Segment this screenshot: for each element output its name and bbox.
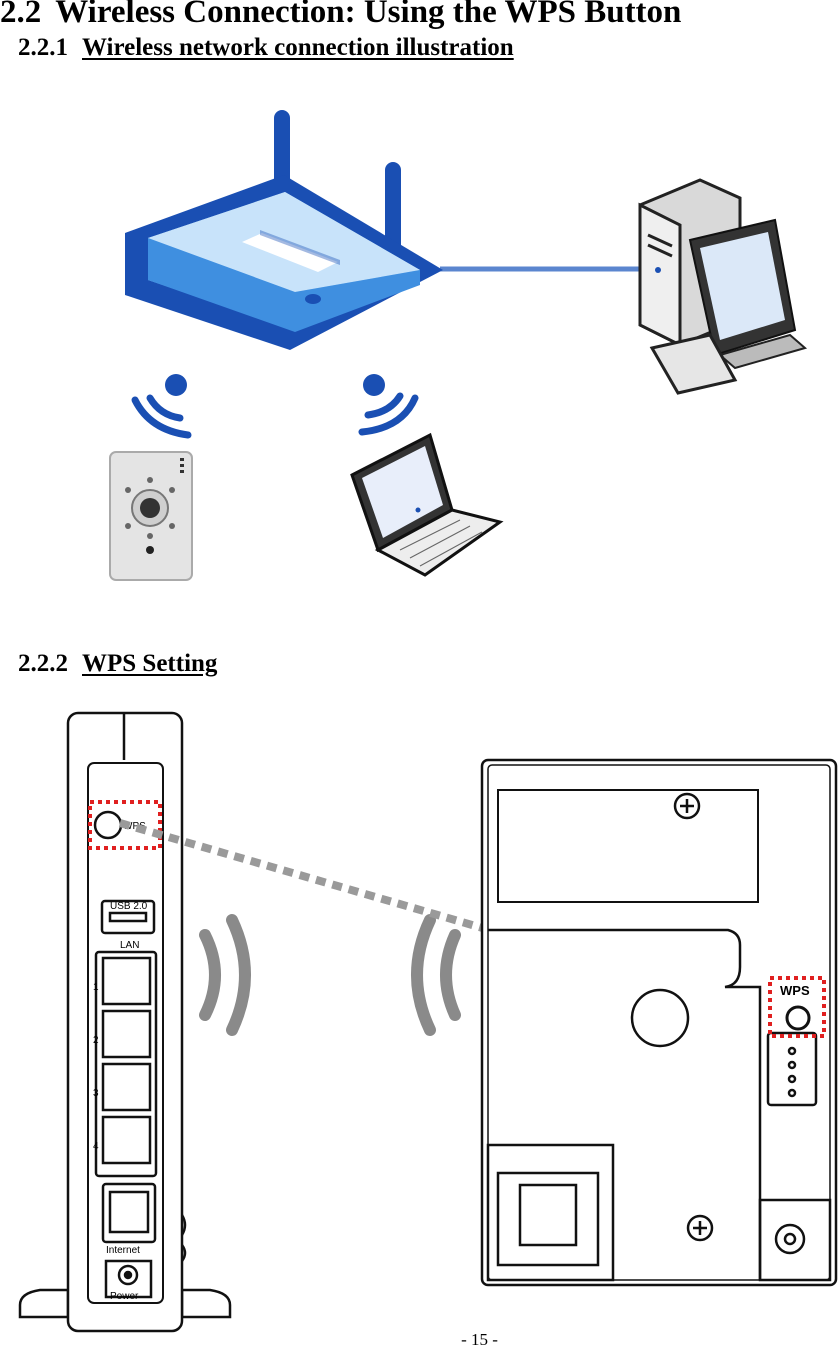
- wifi-signal-icon: [358, 374, 419, 436]
- router-icon: [125, 110, 443, 350]
- wifi-signal-icon: [131, 374, 192, 439]
- router-port-label: 1: [93, 982, 99, 993]
- camera-wps-highlight: [768, 976, 826, 1038]
- laptop-icon: [350, 432, 504, 577]
- main-heading-number: 2.2: [0, 0, 42, 30]
- camera-wps-label: WPS: [780, 983, 810, 998]
- network-illustration: [109, 110, 808, 581]
- router-usb-label: USB 2.0: [110, 901, 148, 912]
- section-2-title: WPS Setting: [82, 650, 218, 677]
- router-port-label: 2: [93, 1035, 99, 1046]
- router-wps-label: WPS: [123, 821, 146, 832]
- router-lan-label: LAN: [120, 940, 139, 951]
- section-1-title: Wireless network connection illustration: [82, 34, 514, 61]
- section-2-heading: 2.2.2 WPS Setting: [18, 650, 217, 678]
- desktop-computer-icon: [638, 178, 808, 395]
- ip-camera-icon: [109, 451, 193, 581]
- router-port-label: 4: [93, 1141, 99, 1152]
- wps-setting-diagram: WPS USB 2.0 LAN 1 2 3 4 Internet Power: [18, 711, 838, 1333]
- section-1-number: 2.2.1: [18, 34, 68, 61]
- wireless-waves-icon: [199, 914, 461, 1036]
- main-heading-title: Wireless Connection: Using the WPS Butto…: [55, 0, 682, 30]
- page-number: - 15 -: [461, 1330, 498, 1349]
- camera-back-panel: [480, 758, 838, 1287]
- main-heading: 2.2 Wireless Connection: Using the WPS Bu…: [0, 0, 681, 31]
- router-power-label: Power: [110, 1291, 139, 1302]
- router-port-label: 3: [93, 1088, 99, 1099]
- router-back-panel: [18, 711, 232, 1333]
- section-2-number: 2.2.2: [18, 650, 68, 677]
- section-1-heading: 2.2.1 Wireless network connection illustr…: [18, 34, 514, 62]
- router-wps-highlight: [88, 800, 162, 850]
- router-internet-label: Internet: [106, 1245, 140, 1256]
